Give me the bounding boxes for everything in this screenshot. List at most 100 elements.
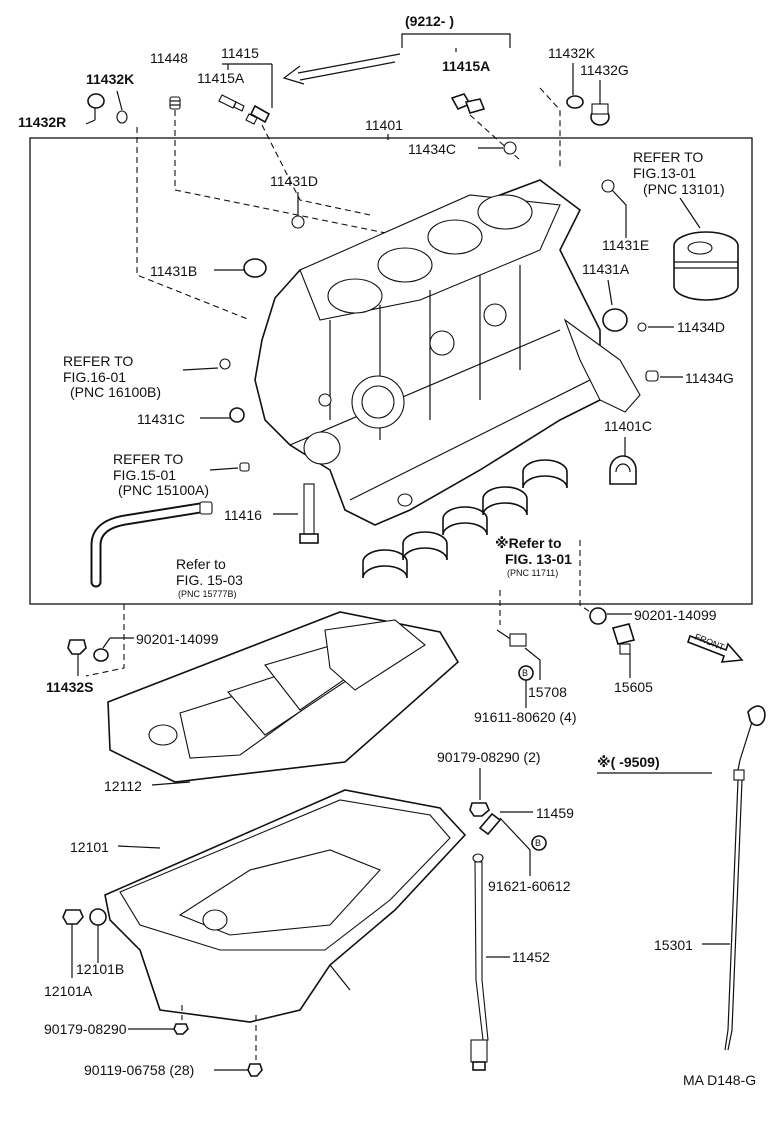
plug-11432K-left-icon: [85, 90, 128, 125]
ref-fig13-block: REFER TO FIG.13-01 (PNC 13101): [633, 149, 725, 197]
plug-11431B-icon: [243, 258, 267, 278]
label-11432G: 11432G: [580, 62, 629, 78]
dipstick-guide-11452-icon: [470, 853, 489, 1071]
label-11431E: 11431E: [602, 237, 649, 253]
plug-11431C-icon: [229, 407, 245, 423]
label-91611: 91611-80620 (4): [474, 709, 576, 725]
dipstick-15301-icon: [724, 705, 766, 1051]
piston-icon: [673, 231, 739, 301]
svg-text:FIG. 13-01: FIG. 13-01: [505, 551, 572, 567]
plug-11415-icon: [245, 104, 271, 125]
ref-fig15-upper: REFER TO FIG.15-01 (PNC 15100A): [113, 451, 209, 498]
ref-fig16: REFER TO FIG.16-01 (PNC 16100B): [63, 353, 161, 400]
nut-90179-bottom-icon: [173, 1023, 189, 1035]
hose-icon: [90, 501, 213, 588]
plug-fig15-icon: [239, 462, 250, 472]
note-range: ※( -9509): [597, 754, 660, 770]
svg-text:REFER TO: REFER TO: [63, 353, 133, 369]
marker-b-lower-icon: B: [531, 835, 547, 851]
oil-pan-12101-icon: [104, 789, 467, 1023]
svg-text:FIG. 15-03: FIG. 15-03: [176, 572, 243, 588]
plug-15605-icon: [611, 623, 636, 655]
plug-11431D-icon: [291, 215, 305, 229]
label-11432K-left: 11432K: [86, 71, 134, 87]
label-11415A-left: 11415A: [197, 70, 245, 86]
plug-11434D-icon: [637, 322, 647, 332]
label-90179-2: 90179-08290 (2): [437, 749, 541, 765]
marker-b-upper-icon: B: [518, 665, 534, 681]
svg-text:Refer to: Refer to: [176, 556, 226, 572]
svg-text:FIG.16-01: FIG.16-01: [63, 369, 126, 385]
svg-text:※Refer to: ※Refer to: [495, 535, 562, 551]
plug-11448-icon: [169, 96, 181, 110]
label-11401: 11401: [365, 117, 403, 133]
svg-text:(PNC 16100B): (PNC 16100B): [70, 384, 161, 400]
label-90201-left: 90201-14099: [136, 631, 219, 647]
label-90119: 90119-06758 (28): [84, 1062, 194, 1078]
oil-pan-gasket-12112-icon: [107, 611, 460, 783]
svg-text:(PNC 13101): (PNC 13101): [643, 181, 725, 197]
label-12101B: 12101B: [76, 961, 124, 977]
label-11415A-right: 11415A: [442, 58, 490, 74]
plug-11434G-icon: [645, 370, 659, 382]
label-11434C: 11434C: [408, 141, 456, 157]
label-11452: 11452: [512, 949, 550, 965]
plug-fig16-icon: [219, 358, 231, 370]
label-11415: 11415: [221, 45, 259, 61]
label-11432R: 11432R: [18, 114, 66, 130]
label-12101: 12101: [70, 839, 109, 855]
plug-11431E-icon: [601, 179, 615, 193]
label-11431C: 11431C: [137, 411, 185, 427]
bolt-11416-icon: [299, 483, 319, 544]
bracket-11459-icon: [478, 812, 502, 836]
plug-11431A-icon: [602, 308, 628, 332]
svg-text:FIG.15-01: FIG.15-01: [113, 467, 176, 483]
label-11401C: 11401C: [604, 418, 652, 434]
front-arrow-icon: FRONT: [687, 632, 744, 663]
label-90179-bottom: 90179-08290: [44, 1021, 127, 1037]
label-11432S: 11432S: [46, 679, 94, 695]
plug-11432K-right-icon: [566, 63, 610, 126]
label-11434D: 11434D: [677, 319, 725, 335]
label-11431A: 11431A: [582, 261, 630, 277]
label-11459: 11459: [536, 805, 574, 821]
svg-text:REFER TO: REFER TO: [633, 149, 703, 165]
label-15301: 15301: [654, 937, 693, 953]
cylinder-block-11401: [254, 179, 641, 526]
gasket-90201-right-icon: [589, 607, 607, 625]
svg-text:(PNC 15777B): (PNC 15777B): [178, 589, 237, 599]
label-12101A: 12101A: [44, 983, 93, 999]
plug-11434C-icon: [503, 141, 517, 155]
label-15708: 15708: [528, 684, 567, 700]
label-11416: 11416: [224, 507, 262, 523]
bolt-90119-icon: [247, 1063, 263, 1077]
label-91621: 91621-60612: [488, 878, 571, 894]
svg-text:(PNC 11711): (PNC 11711): [507, 568, 558, 578]
label-11431D: 11431D: [270, 173, 318, 189]
label-11431B: 11431B: [150, 263, 197, 279]
header-range: (9212- ): [405, 13, 454, 29]
plug-11415A-right-icon: [450, 93, 486, 114]
arrow-left-icon: [282, 53, 401, 85]
bearing-cap-11401C-icon: [609, 455, 637, 485]
svg-text:B: B: [535, 838, 541, 848]
label-11448: 11448: [150, 50, 188, 66]
svg-text:REFER TO: REFER TO: [113, 451, 183, 467]
label-90201-right: 90201-14099: [634, 607, 717, 623]
ref-fig13-bearing: ※Refer to FIG. 13-01 (PNC 11711): [495, 535, 572, 578]
block-frame: [29, 137, 753, 605]
svg-text:B: B: [522, 668, 528, 678]
crank-bearings-icon: [362, 459, 568, 579]
nut-90179-icon: [469, 802, 490, 817]
svg-text:FIG.13-01: FIG.13-01: [633, 165, 696, 181]
ref-fig15-lower: Refer to FIG. 15-03 (PNC 15777B): [176, 556, 243, 599]
plug-11415A-left-icon: [218, 94, 245, 112]
header-range-group: (9212- ): [401, 13, 511, 52]
label-11434G: 11434G: [685, 370, 734, 386]
label-12112: 12112: [104, 778, 142, 794]
diagram-id: MA D148-G: [683, 1072, 756, 1088]
label-15605: 15605: [614, 679, 653, 695]
oil-jet-15708-icon: [496, 629, 527, 647]
svg-text:(PNC 15100A): (PNC 15100A): [118, 482, 209, 498]
